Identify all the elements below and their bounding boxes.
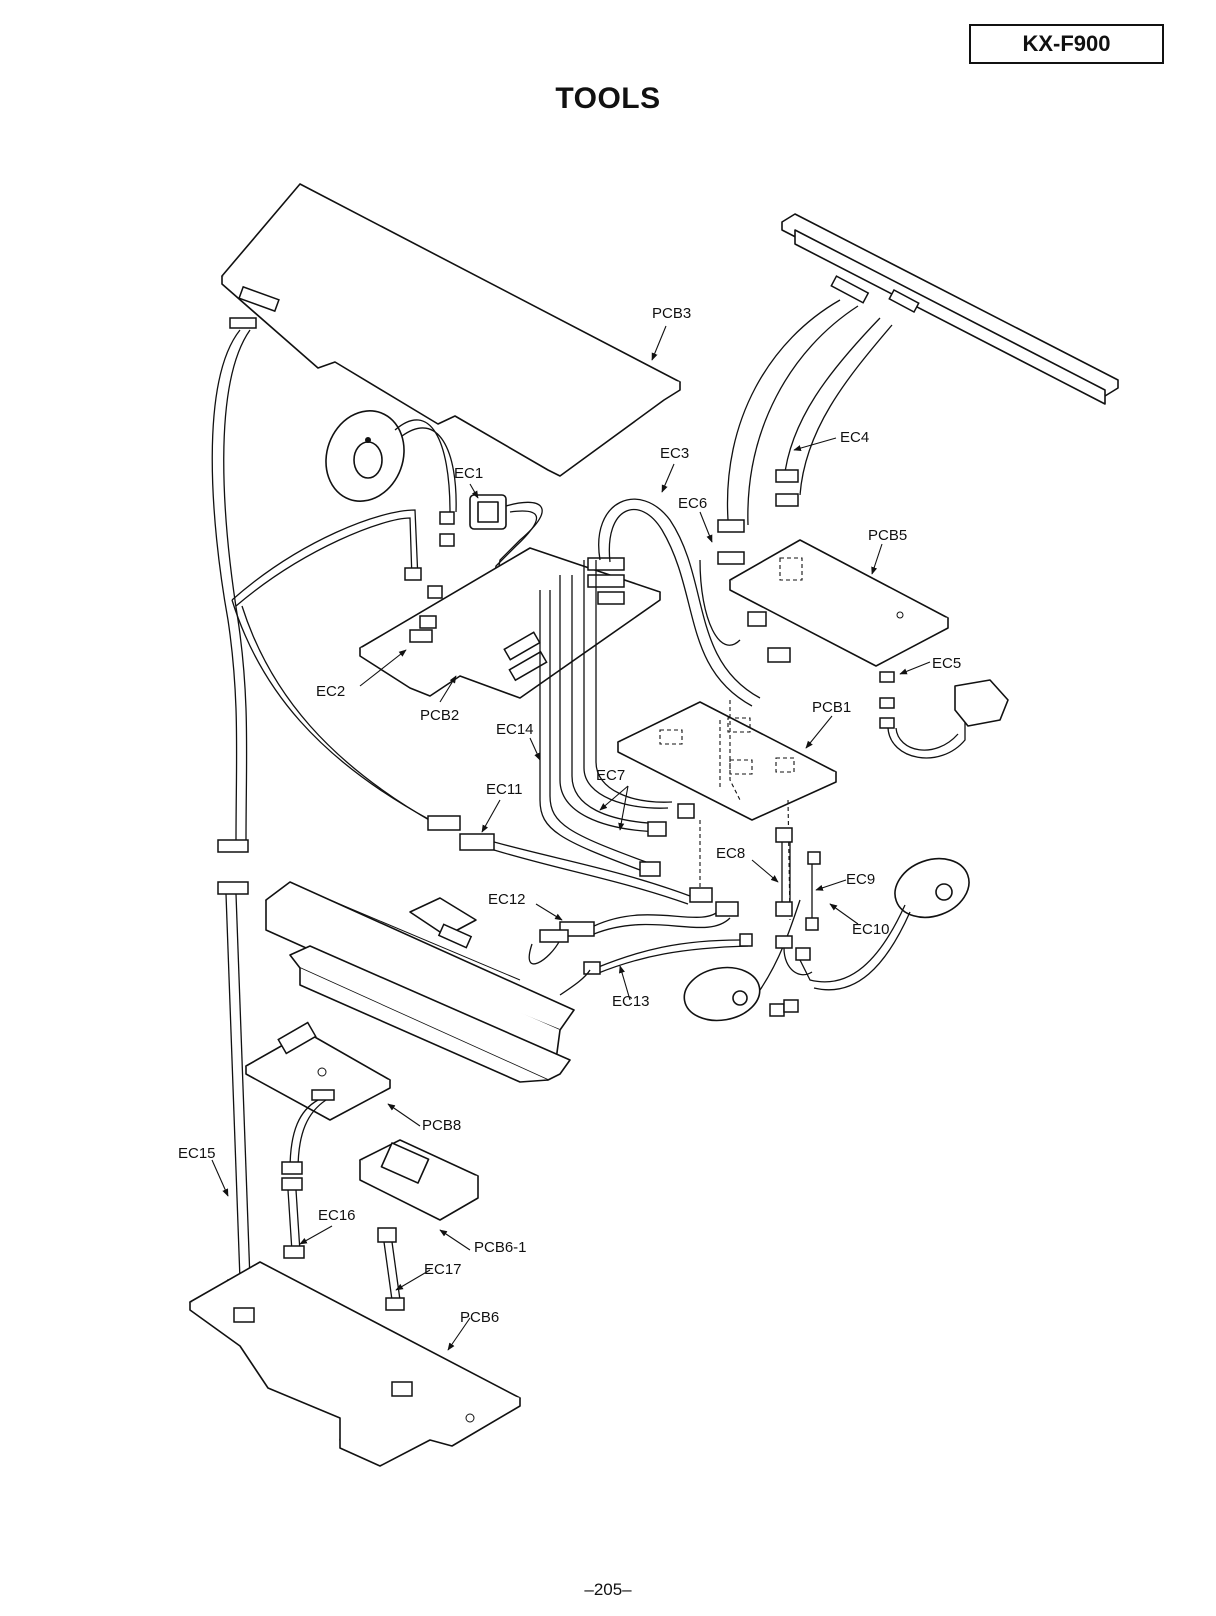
pcb1-board bbox=[617, 700, 837, 921]
label-ec17: EC17 bbox=[424, 1261, 462, 1278]
label-pcb3: PCB3 bbox=[652, 305, 691, 322]
label-ec5: EC5 bbox=[932, 655, 961, 672]
label-ec4: EC4 bbox=[840, 429, 869, 446]
label-pcb1: PCB1 bbox=[812, 699, 851, 716]
ec11-cable bbox=[459, 833, 713, 905]
pcb2-board bbox=[359, 547, 661, 699]
speaker bbox=[325, 410, 457, 547]
pcb5-board bbox=[729, 539, 949, 667]
pcb6-board bbox=[189, 1261, 521, 1467]
label-pcb2: PCB2 bbox=[420, 707, 459, 724]
motor-right bbox=[799, 857, 970, 991]
label-pcb5: PCB5 bbox=[868, 527, 907, 544]
label-ec2: EC2 bbox=[316, 683, 345, 700]
ec8-ec9-ec10-cables bbox=[775, 827, 821, 976]
ec14-ec7-cables bbox=[539, 560, 695, 877]
label-ec7: EC7 bbox=[596, 767, 625, 784]
pcb8-board bbox=[245, 1021, 391, 1303]
label-ec3: EC3 bbox=[660, 445, 689, 462]
page-number: –205– bbox=[584, 1580, 632, 1599]
label-ec1: EC1 bbox=[454, 465, 483, 482]
ec3-cable bbox=[598, 498, 761, 707]
label-ec14: EC14 bbox=[496, 721, 534, 738]
label-pcb8: PCB8 bbox=[422, 1117, 461, 1134]
label-ec12: EC12 bbox=[488, 891, 526, 908]
label-ec15: EC15 bbox=[178, 1145, 216, 1162]
label-ec6: EC6 bbox=[678, 495, 707, 512]
model-number: KX-F900 bbox=[1022, 31, 1111, 56]
pcb3-connector bbox=[238, 285, 280, 313]
label-ec13: EC13 bbox=[612, 993, 650, 1010]
ec5-cable bbox=[879, 671, 1009, 759]
ec15-top-connector bbox=[229, 317, 257, 329]
label-pcb6: PCB6 bbox=[460, 1309, 499, 1326]
model-number-box: KX-F900 bbox=[969, 24, 1164, 64]
ec12-ec13-cables bbox=[528, 901, 753, 996]
label-ec11: EC11 bbox=[486, 781, 522, 798]
page-title: TOOLS bbox=[555, 82, 661, 115]
label-ec8: EC8 bbox=[716, 845, 745, 862]
label-ec16: EC16 bbox=[318, 1207, 356, 1224]
ec4-cable bbox=[717, 299, 893, 565]
label-pcb6-1: PCB6-1 bbox=[474, 1239, 527, 1256]
label-leaders bbox=[211, 325, 931, 1351]
sensor-rail bbox=[781, 213, 1119, 405]
pcb3-board bbox=[221, 183, 681, 477]
label-ec9: EC9 bbox=[846, 871, 875, 888]
part-labels: PCB3 EC4 EC1 EC3 EC6 PCB5 EC5 EC2 PCB2 P… bbox=[178, 305, 961, 1326]
ec2-cable bbox=[231, 509, 443, 629]
scanner-assembly bbox=[265, 881, 575, 1083]
motor-left bbox=[683, 899, 801, 1022]
label-ec10: EC10 bbox=[852, 921, 890, 938]
pcb6-1-board bbox=[359, 1139, 479, 1311]
